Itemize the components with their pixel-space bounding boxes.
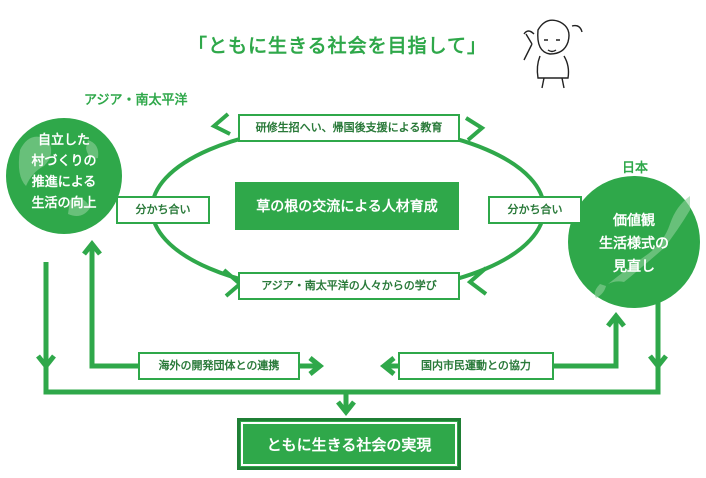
japan-line-2: 生活様式の	[599, 236, 669, 252]
domestic-left-arrowhead	[379, 356, 396, 376]
asia-to-goal-line	[43, 262, 349, 408]
asia-line-1: 自立した	[37, 133, 90, 148]
japan-down-arrowhead	[648, 354, 668, 371]
asia-up-arrowhead	[82, 239, 102, 256]
top-left-arrowhead	[210, 112, 231, 136]
domestic-cooperation-label: 国内市民運動との協力	[398, 352, 554, 380]
page-title: 「ともに生きる社会を目指して」	[188, 35, 488, 57]
japan-line-3: 見直し	[613, 259, 655, 275]
japan-circle-text: 価値観 生活様式の 見直し	[584, 210, 684, 279]
goal-arrowhead	[336, 400, 356, 417]
overseas-right-arrowhead	[308, 356, 325, 376]
asia-pacific-label: アジア・南太平洋	[84, 93, 188, 108]
asia-circle-text: 自立した 村づくりの 推進による 生活の向上	[14, 130, 114, 214]
goal-box: ともに生きる社会の実現	[237, 418, 461, 470]
japan-up-arrowhead	[606, 311, 626, 328]
mascot-illustration	[523, 19, 583, 89]
center-theme-box: 草の根の交流による人材育成	[235, 182, 459, 230]
overseas-cooperation-label: 海外の開発団体との連携	[138, 352, 300, 380]
share-left-label: 分かち合い	[116, 196, 210, 224]
top-arc-label: 研修生招へい、帰国後支援による教育	[238, 114, 460, 142]
asia-down-arrowhead	[36, 354, 56, 371]
asia-line-4: 生活の向上	[31, 196, 97, 211]
asia-line-3: 推進による	[31, 175, 97, 190]
japan-map-shape	[594, 196, 690, 298]
asia-line-2: 村づくりの	[31, 154, 97, 169]
share-right-label: 分かち合い	[488, 196, 582, 224]
japan-line-1: 価値観	[613, 213, 655, 229]
japan-label: 日本	[622, 161, 649, 176]
bottom-arc-label: アジア・南太平洋の人々からの学び	[238, 272, 460, 300]
top-right-arrowhead	[464, 116, 486, 142]
japan-circle	[568, 176, 700, 308]
bottom-right-arrowhead	[466, 266, 488, 296]
asia-map-shape	[18, 136, 99, 216]
japan-to-goal-line	[346, 290, 661, 395]
overseas-cooperation-line	[89, 246, 318, 369]
